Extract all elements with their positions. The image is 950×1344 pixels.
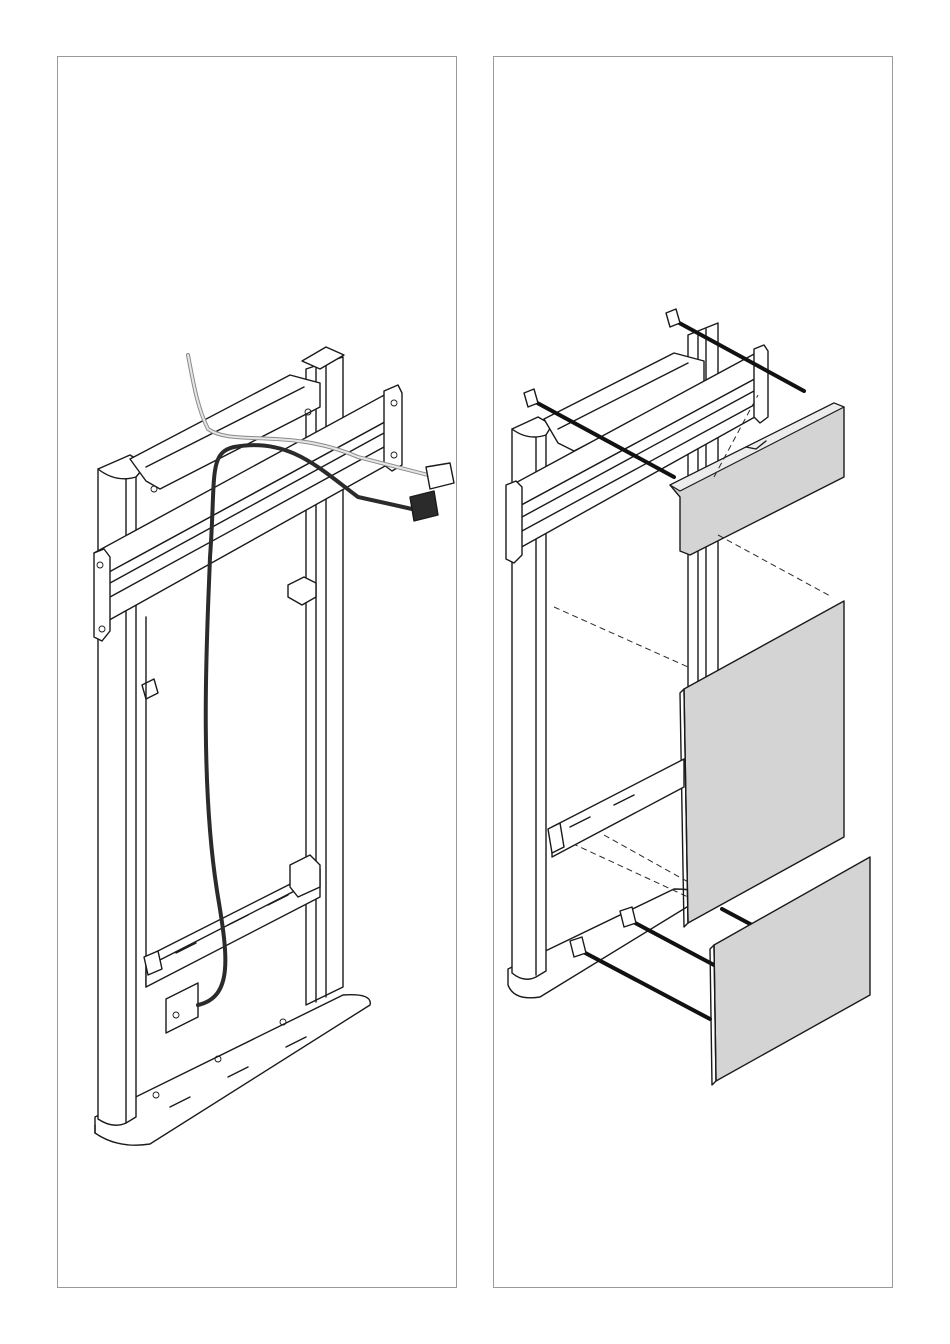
- rail-clip: [524, 389, 538, 407]
- guide-line: [604, 835, 690, 883]
- dark-cable-plug: [410, 491, 438, 521]
- cable-outlet-box: [166, 983, 198, 1033]
- vesa-rail-endplate-left: [506, 481, 522, 563]
- crossbar-hole: [151, 486, 157, 492]
- right-illustration-panel: [493, 56, 893, 1288]
- light-cable-plug: [426, 463, 454, 489]
- vesa-rail-lower: [100, 417, 394, 623]
- guide-line: [718, 535, 832, 597]
- guide-line: [554, 607, 688, 667]
- bottom-rail-front: [574, 947, 710, 1019]
- vesa-rail-endplate-right: [754, 345, 768, 423]
- side-bracket: [142, 679, 158, 699]
- left-illustration-panel: [57, 56, 457, 1288]
- stand-frame-with-cables-drawing: [58, 57, 458, 1289]
- rail-clip: [666, 309, 680, 327]
- bottom-rail-back: [624, 917, 714, 965]
- stand-frame-with-cover-panels-drawing: [494, 57, 894, 1289]
- bottom-rail-right: [722, 909, 752, 925]
